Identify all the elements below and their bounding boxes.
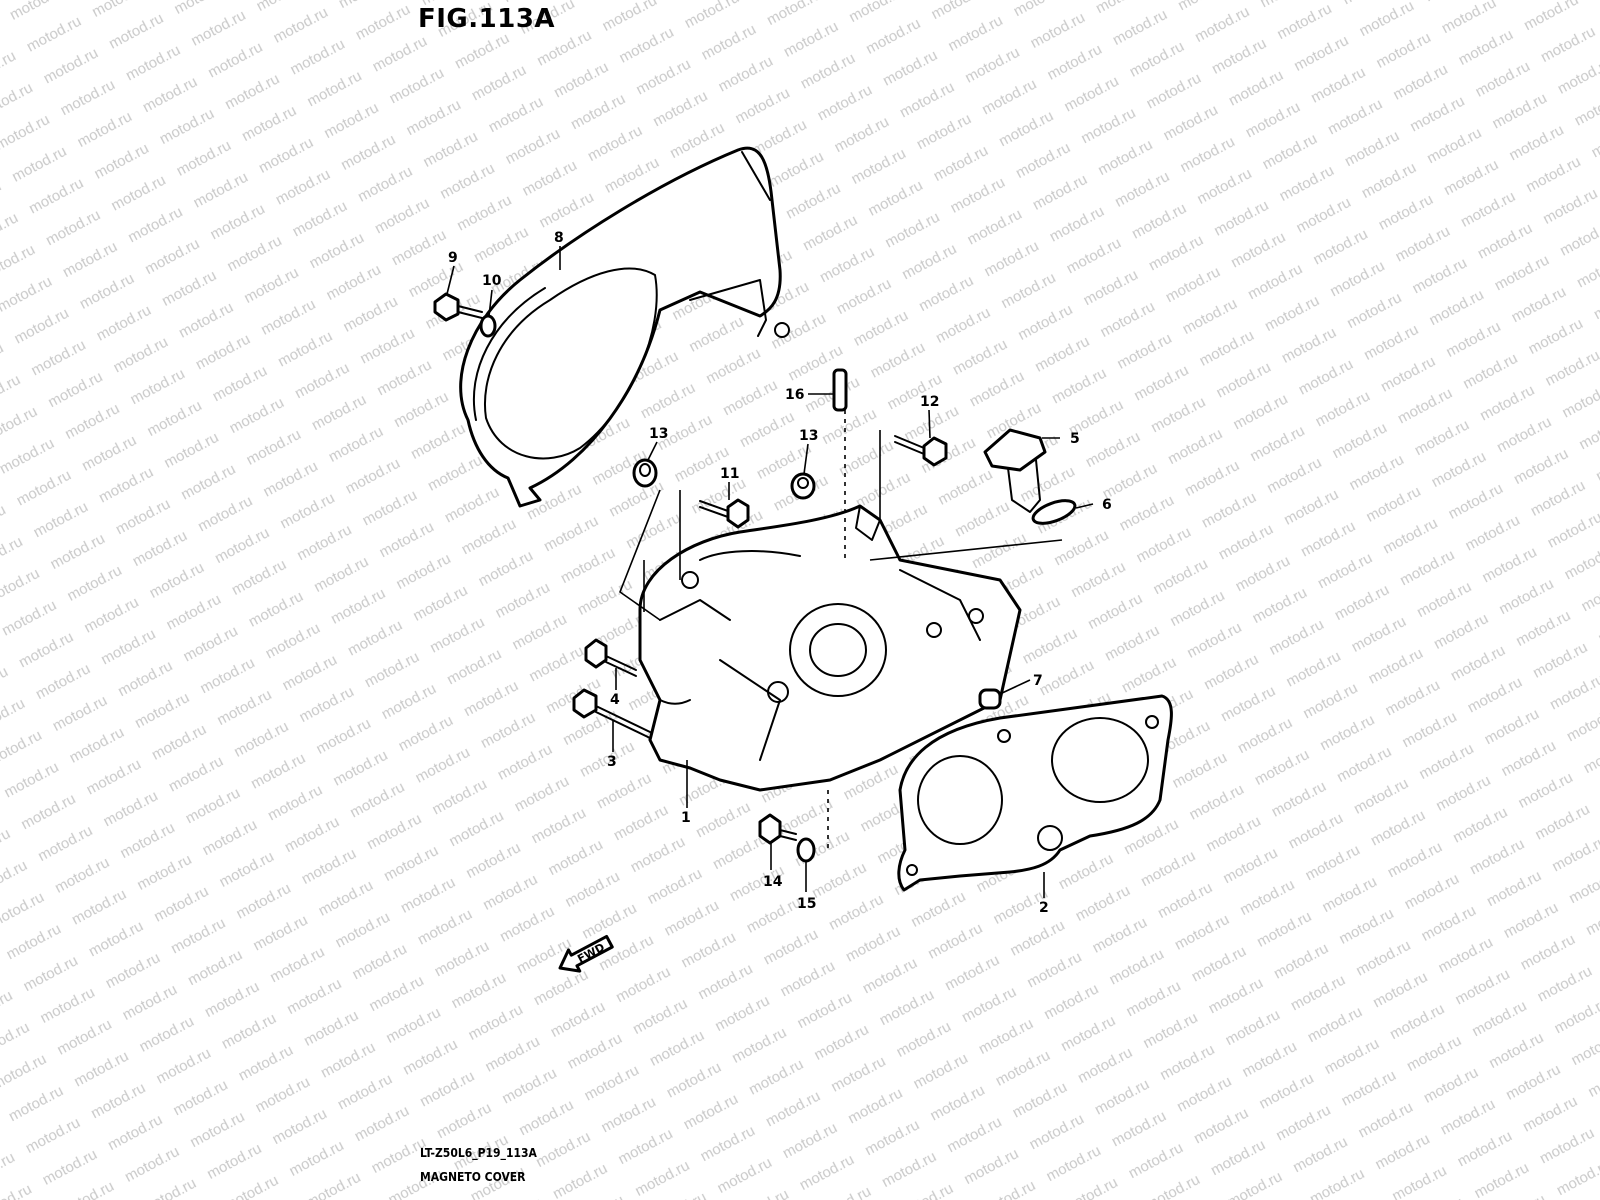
callout-13[interactable]: 13 xyxy=(799,428,818,444)
callout-3[interactable]: 3 xyxy=(607,754,617,770)
bolt[interactable] xyxy=(584,638,637,677)
pin[interactable] xyxy=(832,368,848,412)
gasket[interactable] xyxy=(897,694,1173,892)
callout-15[interactable]: 15 xyxy=(797,896,816,912)
crankcase[interactable] xyxy=(638,504,1022,792)
leader-lines xyxy=(446,246,1094,898)
fwd-arrow: FWD xyxy=(558,934,614,973)
o-ring[interactable] xyxy=(1030,496,1078,528)
callout-2[interactable]: 2 xyxy=(1039,900,1049,916)
magneto-cover[interactable] xyxy=(459,146,790,508)
dowel-pin[interactable] xyxy=(978,688,1002,710)
gasket-washer[interactable] xyxy=(796,837,816,863)
callout-6[interactable]: 6 xyxy=(1102,497,1112,513)
drain-plug[interactable] xyxy=(758,813,797,845)
callout-1[interactable]: 1 xyxy=(681,810,691,826)
callout-16[interactable]: 16 xyxy=(785,387,804,403)
oil-filler-cap[interactable] xyxy=(983,428,1047,513)
callout-10[interactable]: 10 xyxy=(482,273,502,289)
callout-9[interactable]: 9 xyxy=(448,250,458,266)
figure-subtitle: MAGNETO COVER xyxy=(420,1170,526,1184)
long-bolt[interactable] xyxy=(572,688,651,739)
grommet[interactable] xyxy=(632,458,658,488)
bolt[interactable] xyxy=(894,435,948,467)
callout-4[interactable]: 4 xyxy=(610,692,620,708)
figure-title: FIG.113A xyxy=(418,4,556,34)
callout-8[interactable]: 8 xyxy=(554,230,564,246)
bolt[interactable] xyxy=(699,498,750,529)
callout-12[interactable]: 12 xyxy=(920,394,939,410)
cover-bolt[interactable] xyxy=(433,292,483,322)
callout-13[interactable]: 13 xyxy=(649,426,668,442)
guide-lines xyxy=(619,410,1063,850)
callout-5[interactable]: 5 xyxy=(1070,431,1080,447)
callout-7[interactable]: 7 xyxy=(1033,673,1043,689)
figure-code: LT-Z50L6_P19_113A xyxy=(420,1146,537,1160)
washer[interactable] xyxy=(479,314,497,338)
callout-11[interactable]: 11 xyxy=(720,466,739,482)
grommet[interactable] xyxy=(790,472,816,500)
callout-14[interactable]: 14 xyxy=(763,874,783,890)
callouts: 1 2 3 4 5 6 7 8 9 10 11 12 13 13 14 15 1… xyxy=(448,230,1112,916)
